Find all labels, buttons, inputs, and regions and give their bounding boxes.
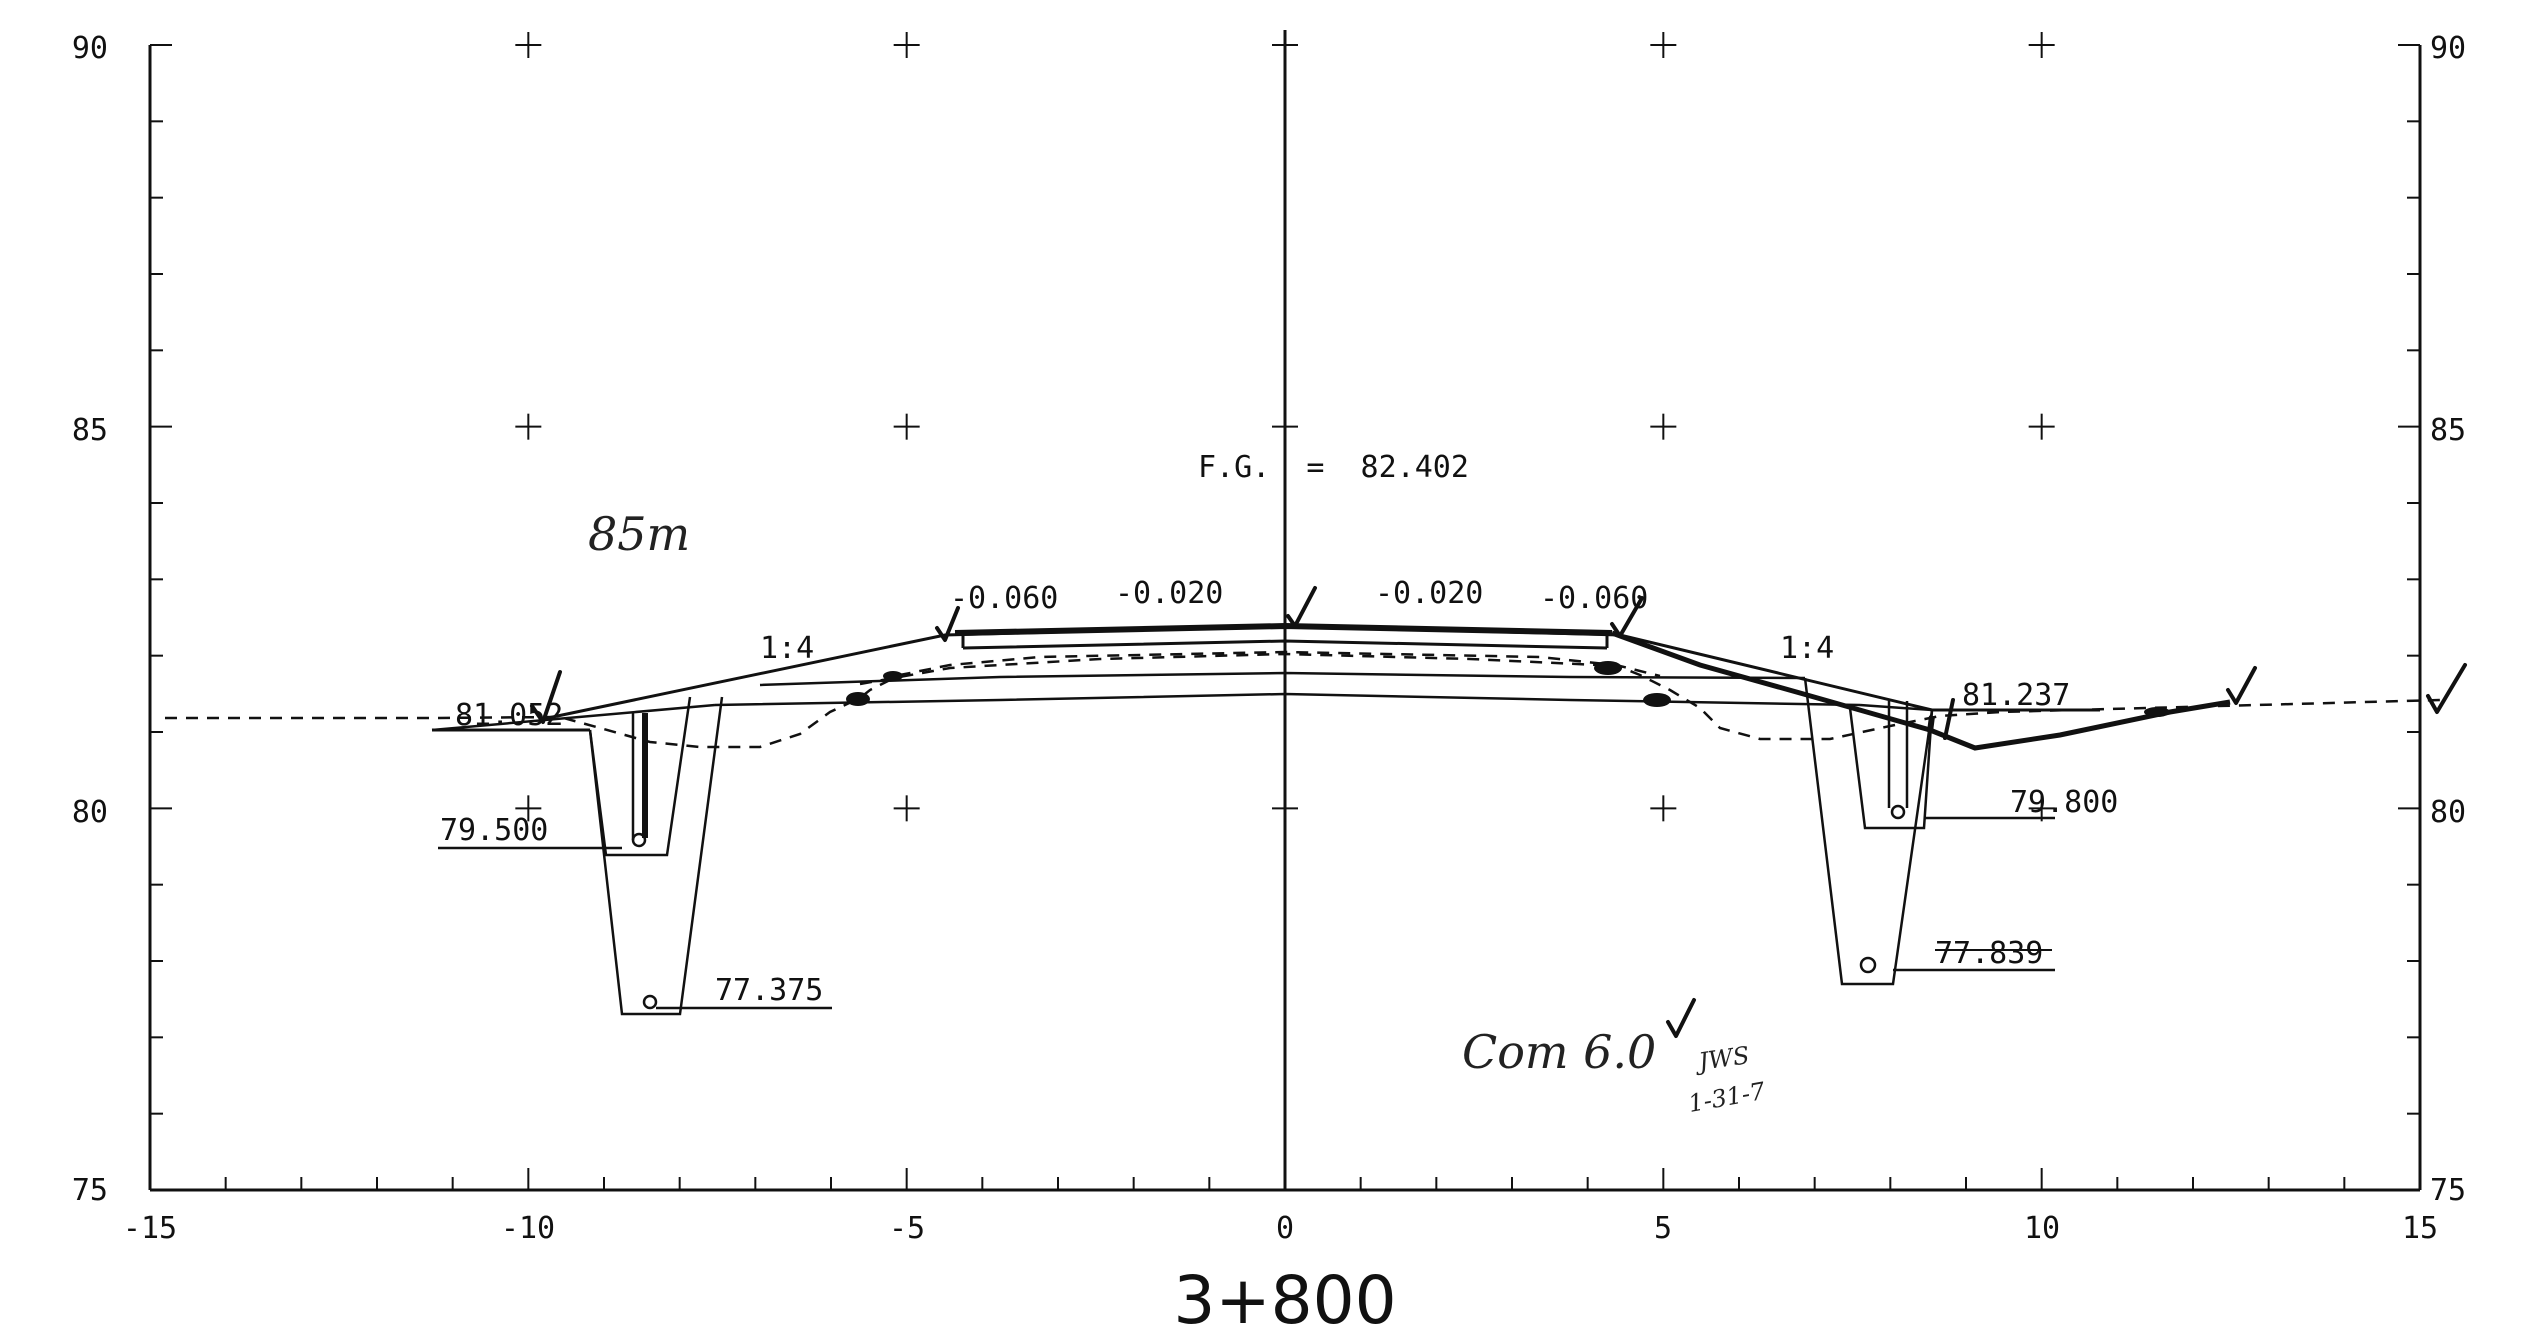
y-tick-labels-left: 90 85 80 75 xyxy=(72,31,108,1208)
left-drain-outline xyxy=(588,696,692,857)
x-tick-label: 0 xyxy=(1276,1211,1294,1246)
right-drain xyxy=(1803,677,1935,986)
reviewer-initials: JWS xyxy=(1692,1041,1751,1076)
crossfall-label: -0.060 xyxy=(1540,581,1648,616)
side-slope-label: 1:4 xyxy=(1780,631,1834,666)
level-line-left xyxy=(431,703,716,732)
elevation-label: 77.839 xyxy=(1935,936,2043,971)
finished-grade xyxy=(542,622,1933,721)
y-tick-label-right: 85 xyxy=(2430,413,2466,448)
elevation-label: 81.237 xyxy=(1962,678,2070,713)
finished-grade-label: F.G. = 82.402 xyxy=(1198,450,1469,485)
x-tick-label: 5 xyxy=(1654,1211,1672,1246)
station-label: 3+800 xyxy=(1173,1262,1396,1335)
finished-grade-line-bold xyxy=(954,622,1613,636)
right-drain-pipe-end xyxy=(1890,804,1906,820)
left-drain xyxy=(588,696,724,1016)
left-trench-outline xyxy=(588,696,724,1016)
review-comment: Com 6.0 xyxy=(1462,1025,1656,1079)
crossfall-label: -0.060 xyxy=(950,581,1058,616)
right-trench-outline xyxy=(1803,677,1934,986)
check-mark xyxy=(2426,663,2467,714)
y-tick-labels-right: 90 85 80 75 xyxy=(2430,31,2466,1208)
side-slope-label: 1:4 xyxy=(760,631,814,666)
right-drain-edge xyxy=(1927,715,1935,733)
ink-mark xyxy=(1643,693,1671,707)
y-tick-label-right: 80 xyxy=(2430,795,2466,830)
subgrade-layers xyxy=(431,652,2100,732)
existing-ground-line xyxy=(165,650,2441,749)
x-tick-label: 15 xyxy=(2402,1211,2438,1246)
y-tick-label-left: 75 xyxy=(72,1173,108,1208)
crossfall-label: -0.020 xyxy=(1115,576,1223,611)
left-trench-pipe xyxy=(642,994,658,1010)
ink-mark xyxy=(846,692,870,706)
plot-labels: F.G. = 82.402 -0.060 -0.020 -0.020 -0.06… xyxy=(440,450,2118,1008)
ink-mark xyxy=(883,671,903,681)
check-mark xyxy=(2226,666,2257,705)
ink-mark xyxy=(2144,707,2170,717)
check-mark xyxy=(1666,998,1696,1038)
x-tick-label: -5 xyxy=(889,1211,925,1246)
right-trench-pipe xyxy=(1859,956,1877,974)
crossfall-label: -0.020 xyxy=(1375,576,1483,611)
base-line xyxy=(759,671,1806,687)
ink-marks xyxy=(846,661,2170,717)
subbase-dashed-line xyxy=(859,652,1661,686)
x-tick-labels: -15 -10 -5 0 5 10 15 xyxy=(123,1211,2438,1246)
check-mark xyxy=(1610,596,1644,638)
review-date: 1-31-7 xyxy=(1686,1077,1768,1118)
left-drain-pipe-end xyxy=(631,832,647,848)
check-mark xyxy=(1286,586,1317,628)
level-line-right xyxy=(1859,703,1933,712)
elevation-label: 77.375 xyxy=(715,973,823,1008)
minor-ticks xyxy=(149,44,2421,1191)
x-tick-label: -10 xyxy=(501,1211,555,1246)
y-tick-label-left: 85 xyxy=(72,413,108,448)
axes xyxy=(148,30,2422,1192)
pavement-underside-line xyxy=(962,639,1608,650)
check-mark xyxy=(1943,698,1955,740)
elevation-label: 79.500 xyxy=(440,813,548,848)
grid-crosses xyxy=(515,32,2055,822)
y-tick-label-right: 90 xyxy=(2430,31,2466,66)
right-drain-outline xyxy=(1848,707,1934,830)
check-mark xyxy=(530,670,562,724)
check-marks xyxy=(530,586,2467,1038)
y-tick-label-left: 80 xyxy=(72,795,108,830)
width-note: 85m xyxy=(588,507,690,561)
y-tick-label-right: 75 xyxy=(2430,1173,2466,1208)
x-tick-label: 10 xyxy=(2024,1211,2060,1246)
x-tick-label: -15 xyxy=(123,1211,177,1246)
ink-mark xyxy=(1594,661,1622,675)
y-tick-label-left: 90 xyxy=(72,31,108,66)
check-mark xyxy=(935,606,960,642)
right-ditch-line xyxy=(1611,630,2231,751)
elevation-leaders xyxy=(438,816,2055,1010)
elevation-label: 79.800 xyxy=(2010,785,2118,820)
